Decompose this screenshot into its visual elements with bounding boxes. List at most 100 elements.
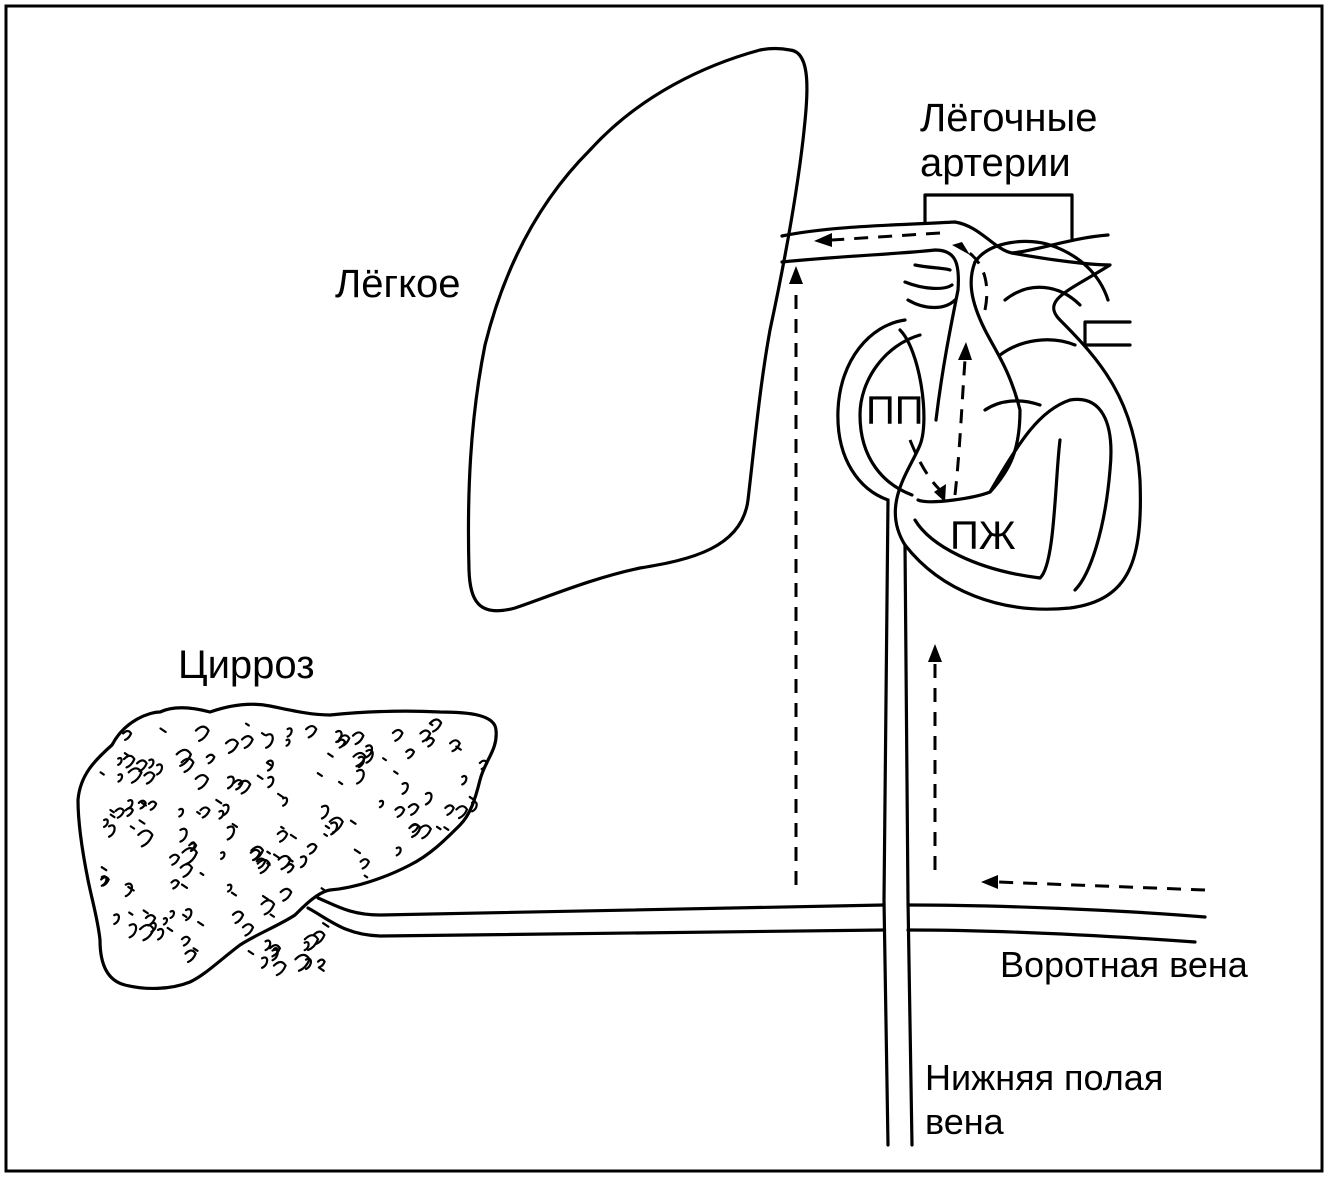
liver-texture-mark (306, 842, 318, 855)
liver-texture-mark (304, 957, 313, 971)
liver-texture-mark (129, 825, 136, 830)
liver-texture-mark (144, 914, 157, 927)
liver-texture-mark (394, 805, 406, 818)
label-ivc-line1: Нижняя полая (925, 1057, 1163, 1098)
liver-texture-mark (180, 757, 195, 774)
liver-texture-mark (226, 883, 233, 893)
liver-texture-mark (159, 727, 167, 734)
liver-texture-mark (99, 771, 105, 776)
liver-texture-mark (194, 773, 210, 791)
liver-texture-mark (181, 846, 199, 866)
liver-texture-mark (107, 824, 116, 838)
liver-texture-mark (224, 738, 240, 755)
flow-lung-up-arrowhead (789, 266, 803, 284)
liver-texture-mark (391, 728, 404, 742)
pulmonary-artery-lower-wall (780, 248, 961, 422)
liver-texture-mark (401, 781, 409, 795)
liver-texture-mark (279, 887, 293, 902)
liver-texture-mark (230, 891, 238, 897)
liver-texture-mark (267, 775, 275, 789)
ivc-left-wall (882, 498, 890, 1147)
liver-texture-mark (135, 759, 148, 773)
liver-texture-mark (260, 732, 266, 737)
portal-vein-upper-wall (316, 896, 886, 917)
liver-texture-mark (266, 850, 272, 855)
heart-inner-left-contour (858, 333, 922, 497)
flow-pa-left (831, 231, 941, 242)
liver-texture-mark (363, 874, 369, 879)
liver-texture-mark (128, 911, 134, 916)
flow-portal-left (997, 880, 1206, 892)
liver-texture-mark (123, 752, 130, 757)
liver-texture-mark (170, 879, 181, 890)
liver-texture-mark (142, 909, 149, 915)
flow-portal-left-arrowhead (981, 875, 998, 889)
liver-texture-mark (169, 909, 176, 920)
liver-texture-mark (205, 753, 216, 765)
liver-texture-mark (461, 774, 468, 786)
liver-texture-mark (117, 773, 124, 783)
liver-texture-mark (109, 813, 116, 819)
liver-texture-mark (349, 819, 357, 825)
liver-texture-mark (429, 718, 443, 733)
liver-texture-mark (220, 851, 226, 861)
liver-texture-mark (305, 724, 318, 739)
portal-vein-upper-wall-right (906, 903, 1207, 919)
liver-texture-mark (328, 816, 344, 834)
label-right-ventricle: ПЖ (950, 514, 1016, 558)
liver-texture-mark (407, 803, 420, 816)
liver-texture-mark (260, 956, 269, 969)
liver-texture-mark (192, 947, 199, 952)
liver-texture-mark (122, 729, 133, 741)
liver-texture-mark (365, 748, 374, 764)
pulmonary-vein-box (1083, 320, 1132, 347)
liver-texture-mark (269, 913, 276, 918)
flow-ra-rv (908, 439, 942, 492)
frame-border (4, 4, 1324, 1173)
liver-texture-mark (273, 947, 279, 957)
liver-texture-mark (162, 917, 169, 926)
liver-texture-mark (276, 792, 285, 799)
liver-texture-mark (337, 780, 344, 786)
liver-texture-mark (299, 855, 308, 869)
flow-rv-up (953, 359, 967, 496)
liver-texture-mark (241, 923, 255, 937)
liver-texture-mark (470, 800, 478, 813)
liver-texture-mark (335, 729, 343, 744)
liver-texture-mark (179, 863, 194, 878)
liver-texture-mark (256, 858, 271, 875)
liver-texture-mark (143, 771, 156, 785)
liver-texture-mark (117, 756, 123, 766)
liver-texture-mark (280, 825, 285, 830)
liver-texture-mark (137, 799, 147, 810)
liver-texture-mark (155, 763, 164, 776)
liver-texture-mark (320, 804, 330, 820)
liver-texture-mark (382, 757, 388, 762)
liver-texture-mark (261, 894, 270, 901)
liver-texture-mark (100, 876, 110, 887)
liver-texture-mark (113, 913, 121, 926)
label-cirrhosis: Цирроз (178, 643, 315, 687)
liver-texture-mark (244, 722, 250, 727)
liver-texture-mark (168, 853, 181, 866)
liver-texture-mark (303, 941, 310, 952)
liver-texture-mark (231, 822, 239, 829)
valve-curve-2 (903, 280, 954, 290)
liver-texture-mark (282, 796, 289, 807)
liver-texture-mark (324, 824, 331, 830)
aorta-inner (1003, 285, 1082, 307)
liver-texture-mark (188, 842, 198, 853)
liver-texture-mark (312, 930, 326, 945)
label-pulmonary-arteries-line2: артерии (920, 141, 1071, 185)
liver-texture-mark (184, 908, 193, 922)
liver-texture-mark (100, 866, 108, 872)
liver-texture-mark (250, 845, 265, 861)
liver-texture-mark (231, 910, 245, 925)
liver-texture-mark (322, 922, 330, 928)
liver-texture-mark (137, 829, 154, 848)
liver-texture-mark (294, 953, 311, 972)
liver-texture-mark (215, 798, 223, 805)
liver-texture-mark (285, 738, 291, 747)
label-lung: Лёгкое (335, 262, 461, 306)
